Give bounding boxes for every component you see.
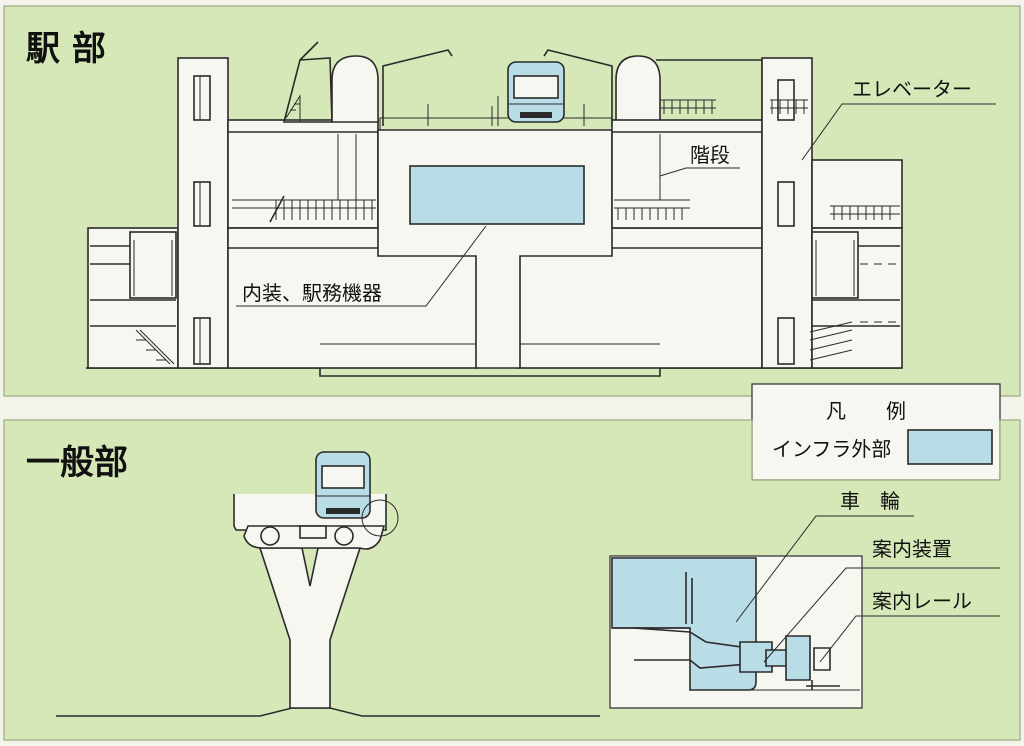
guide-device-label: 案内装置 [872,537,952,561]
interior-equipment-area [409,165,585,225]
station-train [507,61,565,123]
station-structure [86,41,903,377]
stairs-label: 階段 [690,143,730,167]
wheel-label: 車 輪 [840,489,900,513]
interior-label: 内装、駅務機器 [242,281,382,305]
legend-title: 凡 例 [826,399,906,423]
guide-rail-label: 案内レール [872,589,972,613]
elevator-label: エレベーター [852,77,972,101]
legend-item-label: インフラ外部 [772,437,891,461]
general-train [315,451,371,519]
general-title: 一般部 [26,443,128,483]
station-title: 駅 部 [26,29,106,69]
legend-swatch [907,429,993,465]
detail-box [609,555,863,709]
legend-box: 凡 例 インフラ外部 [751,383,1001,481]
detail-callout-circle [361,499,399,537]
general-pier [56,494,600,717]
